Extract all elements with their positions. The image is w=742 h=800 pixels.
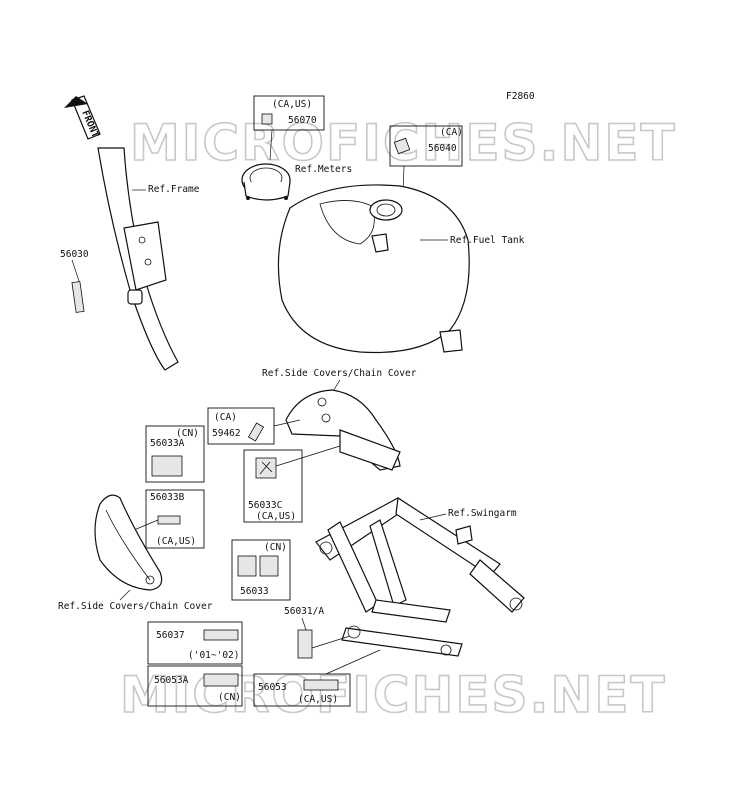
- frame-part: [97, 147, 179, 371]
- decal-56037: [203, 629, 239, 641]
- ref-fuel-tank-label: Ref.Fuel Tank: [450, 235, 525, 246]
- decal-56053: [303, 679, 339, 691]
- decal-56033B: [157, 515, 181, 525]
- part-56053A-region: (CN): [218, 692, 241, 703]
- part-56033C-region: (CA,US): [256, 511, 296, 522]
- ref-meters-label: Ref.Meters: [295, 164, 352, 175]
- decal-56033A: [151, 455, 183, 477]
- ref-side-covers-bottom-label: Ref.Side Covers/Chain Cover: [58, 601, 213, 612]
- decal-56031: [297, 629, 313, 659]
- decal-56033C: [255, 457, 277, 479]
- part-56070-number: 56070: [288, 115, 317, 126]
- chain-cover-bottom-part: [94, 494, 163, 591]
- decal-59462: [247, 422, 265, 442]
- part-56053-number: 56053: [258, 682, 287, 693]
- fuel-tank-part: [277, 184, 470, 354]
- part-56033A-region: (CN): [176, 428, 199, 439]
- decal-56070: [261, 113, 273, 125]
- part-56040-region: (CA): [440, 127, 463, 138]
- part-56033-box: [231, 539, 291, 601]
- ref-swingarm-label: Ref.Swingarm: [448, 508, 517, 519]
- decal-56040: [393, 137, 411, 155]
- meter-part: [241, 163, 291, 201]
- part-56033A-box: [145, 425, 205, 483]
- ref-frame-label: Ref.Frame: [148, 184, 200, 195]
- part-56037-box: [147, 621, 243, 665]
- part-56033C-number: 56033C: [248, 500, 282, 511]
- decal-56033-b: [259, 555, 279, 577]
- part-56033B-box: [145, 489, 205, 549]
- watermark-bottom: MICROFICHES.NET: [120, 666, 667, 724]
- part-56070-region: (CA,US): [272, 99, 312, 110]
- part-56037-number: 56037: [156, 630, 185, 641]
- part-56040-box: [389, 125, 463, 167]
- part-56033B-region: (CA,US): [156, 536, 196, 547]
- part-56037-region: ('01~'02): [188, 650, 239, 661]
- figure-code: F2860: [506, 91, 535, 102]
- decal-56033-a: [237, 555, 257, 577]
- part-56033-region: (CN): [264, 542, 287, 553]
- part-59462-region: (CA): [214, 412, 237, 423]
- swingarm-part: [315, 496, 525, 657]
- part-56053-region: (CA,US): [298, 694, 338, 705]
- part-56053A-number: 56053A: [154, 675, 189, 686]
- part-56033-number: 56033: [240, 586, 269, 597]
- part-56033B-number: 56033B: [150, 492, 185, 503]
- ref-side-covers-top-label: Ref.Side Covers/Chain Cover: [262, 368, 417, 379]
- part-56030-number: 56030: [60, 249, 89, 260]
- decal-56053A: [203, 673, 239, 687]
- decal-56030: [71, 281, 85, 313]
- part-56033C-box: [243, 449, 303, 523]
- part-56033A-number: 56033A: [150, 438, 185, 449]
- part-56040-number: 56040: [428, 143, 457, 154]
- part-56070-box: [253, 95, 325, 131]
- part-56053-box: [253, 673, 351, 707]
- part-59462-number: 59462: [212, 428, 241, 439]
- chain-cover-top-part: [285, 389, 401, 471]
- part-56053A-box: [147, 665, 243, 707]
- part-56031-number: 56031/A: [284, 606, 324, 617]
- front-arrow-icon: FRONT: [64, 95, 101, 140]
